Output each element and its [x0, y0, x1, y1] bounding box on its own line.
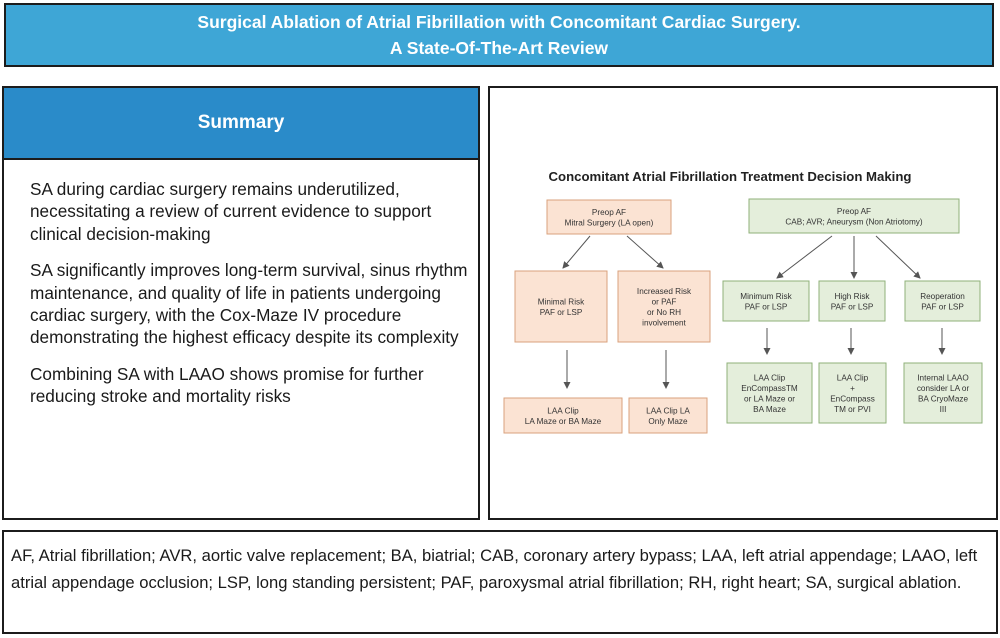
summary-point-3: Combining SA with LAAO shows promise for… [30, 363, 424, 407]
page-title: Surgical Ablation of Atrial Fibrillation… [4, 3, 994, 67]
summary-panel: Summary SA during cardiac surgery remain… [2, 86, 480, 520]
abbreviations-text: AF, Atrial fibrillation; AVR, aortic val… [11, 546, 978, 592]
decision-flowchart-panel: Concomitant Atrial Fibrillation Treatmen… [488, 86, 998, 520]
flow-node-label: LAA Clip [837, 373, 869, 382]
flow-node-box [503, 397, 623, 434]
flow-node-label: Reoperation [920, 292, 965, 301]
flow-node-left-outcome-2: LAA Clip LA Only Maze [628, 397, 708, 434]
flow-node-label: PAF or LSP [921, 302, 964, 311]
flow-node-label: Preop AF [592, 208, 626, 217]
flowchart-title: Concomitant Atrial Fibrillation Treatmen… [549, 169, 912, 184]
flow-node-label: EnCompassTM [741, 384, 798, 393]
flow-node-label: PAF or LSP [831, 302, 874, 311]
title-line-1: Surgical Ablation of Atrial Fibrillation… [197, 12, 801, 32]
flow-arrow-2 [626, 235, 664, 269]
flow-node-box [514, 270, 608, 343]
summary-point-1: SA during cardiac surgery remains underu… [30, 179, 432, 244]
flow-node-label: + [850, 384, 855, 393]
flow-node-label: CAB; AVR; Aneurysm (Non Atriotomy) [785, 217, 923, 226]
flow-node-box [748, 198, 960, 234]
flow-node-label: Increased Risk [637, 287, 692, 296]
abbreviations-box: AF, Atrial fibrillation; AVR, aortic val… [2, 530, 998, 634]
flow-node-label: consider LA or [917, 384, 970, 393]
flow-node-box [904, 280, 981, 322]
flow-node-label: or PAF [652, 297, 677, 306]
flow-node-label: Only Maze [648, 417, 688, 426]
flow-arrow-7 [875, 235, 921, 279]
flow-arrow-5 [776, 235, 833, 279]
flow-node-label: LA Maze or BA Maze [525, 417, 602, 426]
flow-node-label: LAA Clip LA [646, 406, 690, 415]
flow-node-box [617, 270, 711, 343]
flow-node-label: Preop AF [837, 207, 871, 216]
flow-node-label: EnCompass [830, 394, 875, 403]
flow-node-label: BA Maze [753, 405, 786, 414]
flow-node-label: BA CryoMaze [918, 394, 968, 403]
flow-node-right-outcome-2: LAA Clip +EnCompass TM or PVI [818, 362, 887, 424]
flow-node-label: involvement [642, 318, 686, 327]
flow-node-label: High Risk [834, 292, 870, 301]
flow-node-label: or No RH [647, 308, 681, 317]
summary-point-2: SA significantly improves long-term surv… [30, 260, 468, 348]
flow-node-label: Internal LAAO [917, 373, 968, 382]
flow-node-label: LAA Clip [754, 373, 786, 382]
decision-flowchart: Concomitant Atrial Fibrillation Treatmen… [503, 169, 983, 434]
flow-node-label: LAA Clip [547, 406, 579, 415]
flow-node-label: Minimal Risk [538, 297, 585, 306]
summary-list: SA during cardiac surgery remains underu… [4, 178, 478, 408]
flow-node-box [818, 362, 887, 424]
flow-node-box [903, 362, 983, 424]
flow-node-box [726, 362, 813, 424]
flow-node-label: PAF or LSP [540, 308, 583, 317]
flow-node-box [628, 397, 708, 434]
flow-node-box [546, 199, 672, 235]
flow-node-label: or LA Maze or [744, 394, 795, 403]
flow-node-label: Mitral Surgery (LA open) [565, 218, 654, 227]
flow-node-label: PAF or LSP [745, 302, 788, 311]
flow-node-box [818, 280, 886, 322]
flow-node-label: TM or PVI [834, 405, 871, 414]
flow-node-left-outcome-1: LAA Clip LA Maze or BA Maze [503, 397, 623, 434]
flow-node-label: Minimum Risk [740, 292, 792, 301]
summary-heading: Summary [4, 88, 478, 160]
flow-node-label: III [940, 405, 947, 414]
flow-node-box [722, 280, 810, 322]
flow-arrow-1 [562, 235, 591, 269]
title-line-2: A State-Of-The-Art Review [389, 38, 609, 58]
